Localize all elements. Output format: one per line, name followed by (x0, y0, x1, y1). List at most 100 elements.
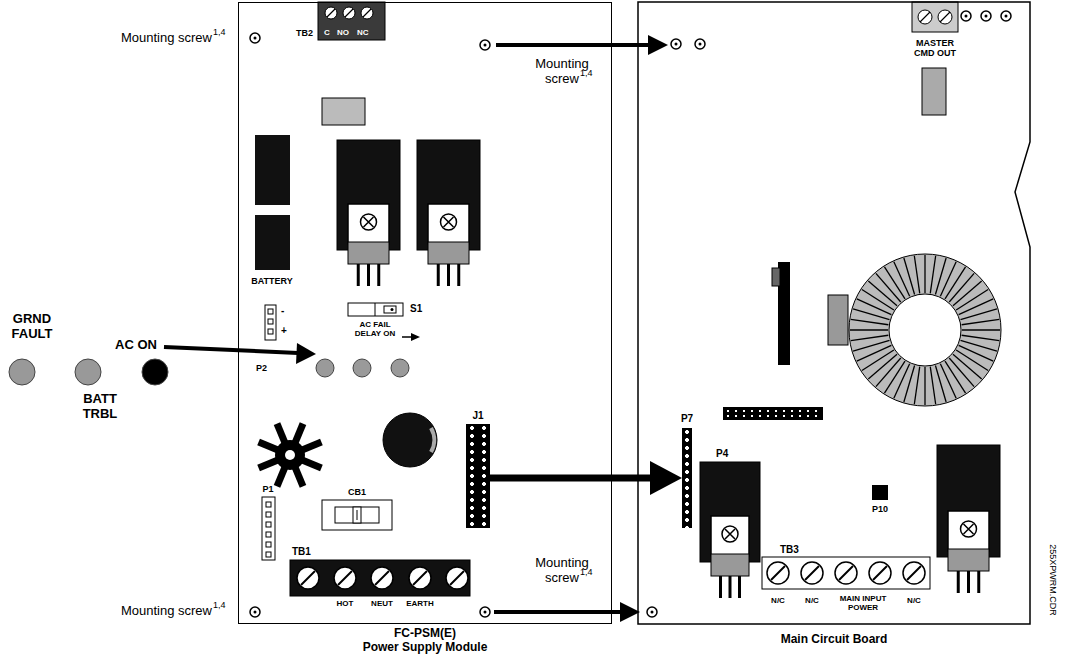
dip-switch (348, 303, 403, 316)
voltage-regulator (725, 529, 735, 539)
terminal-screw (801, 562, 823, 584)
file-name: 255XPWRM.CDR (1048, 544, 1058, 616)
voltage-regulator (738, 576, 741, 598)
terminal-label: MAIN INPUT POWER (835, 594, 891, 612)
header-pin (807, 415, 809, 417)
screw-hole-center (675, 43, 678, 46)
screw-hole (695, 39, 705, 49)
terminal-screw (839, 566, 853, 580)
battery-connector (255, 135, 290, 205)
voltage-regulator (961, 521, 977, 537)
header-pin (767, 415, 769, 417)
voltage-regulator (364, 217, 374, 227)
toroid-coil (862, 350, 894, 371)
part-label: TB3 (780, 544, 799, 556)
terminal-label: N/C (805, 596, 819, 605)
indicator-led (75, 359, 101, 385)
header-pin (751, 415, 753, 417)
voltage-regulator (937, 445, 1000, 593)
toroid-coil (894, 262, 910, 297)
screw-hole (1001, 11, 1011, 21)
leader-arrow (164, 347, 298, 353)
connector-label: J1 (472, 410, 483, 422)
toroid-coil (962, 329, 1000, 330)
voltage-regulator (948, 511, 989, 551)
toroid-coil (904, 258, 915, 294)
terminal-screw (413, 571, 427, 585)
connector-pin (266, 542, 271, 547)
battery-connector (255, 135, 290, 270)
power-supply-board: FC-PSM(E)Power Supply ModuleJ1 (238, 2, 612, 624)
terminal-screw (873, 566, 887, 580)
screw-hole (480, 607, 490, 617)
toroid-coil (940, 364, 956, 399)
terminal-screw (301, 571, 315, 585)
leader-arrow (496, 43, 652, 47)
screw-hole-center (484, 44, 487, 47)
indicator-led (142, 359, 168, 385)
footnote-ref: 1,4 (580, 68, 593, 78)
voltage-regulator (700, 462, 760, 598)
toroid-coil (914, 367, 919, 405)
screw-hole-center (254, 37, 257, 40)
p2-connector (268, 309, 273, 314)
board-component (772, 268, 780, 286)
toroid-coil (962, 335, 1000, 340)
circuit-breaker (322, 500, 392, 530)
screw-hole-center (965, 15, 968, 18)
toroid-coil (924, 255, 925, 293)
callout-text: Mounting screw (526, 556, 598, 586)
heatsink (275, 440, 305, 470)
toroid-coil (935, 258, 946, 294)
toroid-coil (884, 267, 905, 299)
header-pin (743, 415, 745, 417)
terminal-block (290, 560, 470, 596)
circuit-breaker (322, 500, 392, 530)
terminal-label: NEUT (371, 599, 393, 608)
leader-arrow (494, 610, 624, 614)
terminal-block (318, 2, 385, 40)
terminal-screw (338, 571, 352, 585)
part-label: P2 (256, 363, 267, 373)
voltage-regulator (348, 242, 389, 264)
terminal-label: NO (337, 28, 349, 37)
terminal-label: N/C (907, 596, 921, 605)
voltage-regulator (337, 140, 400, 250)
toroid-coil (914, 256, 919, 294)
screw-hole-center (699, 43, 702, 46)
relay-component (322, 98, 365, 125)
header-pin (815, 410, 817, 412)
toroid-coil (894, 364, 910, 399)
connector-header: J1 (466, 424, 490, 528)
toroid-coil (853, 340, 889, 351)
screw-hole-center (651, 611, 654, 614)
terminal-screw (375, 571, 389, 585)
connector-pin (266, 502, 271, 557)
terminal-screw (767, 562, 789, 584)
terminal-screw (297, 562, 925, 589)
terminal-screw (446, 567, 468, 589)
screw-hole-center (254, 611, 257, 614)
header-pin (743, 410, 745, 412)
board-component (922, 68, 946, 115)
terminal-label: NC (357, 28, 369, 37)
connector-pin (266, 522, 271, 527)
voltage-regulator (428, 242, 469, 264)
leader-arrow (296, 343, 316, 364)
toroid-coil (850, 329, 888, 330)
connector-pin (266, 512, 271, 517)
terminal-label: EARTH (406, 599, 434, 608)
callout-text: Mounting screw (121, 31, 212, 46)
header-pin (775, 410, 777, 412)
terminal-label: C (324, 28, 330, 37)
connector-pin (266, 502, 271, 507)
dip-switch (391, 308, 394, 311)
header-pin (799, 410, 801, 412)
connector-arrow (490, 461, 682, 495)
circuit-breaker (335, 507, 379, 523)
toroid-coil (962, 319, 1000, 324)
header-pin (775, 415, 777, 417)
voltage-regulator (948, 549, 989, 571)
screw-hole-center (254, 15, 1008, 614)
